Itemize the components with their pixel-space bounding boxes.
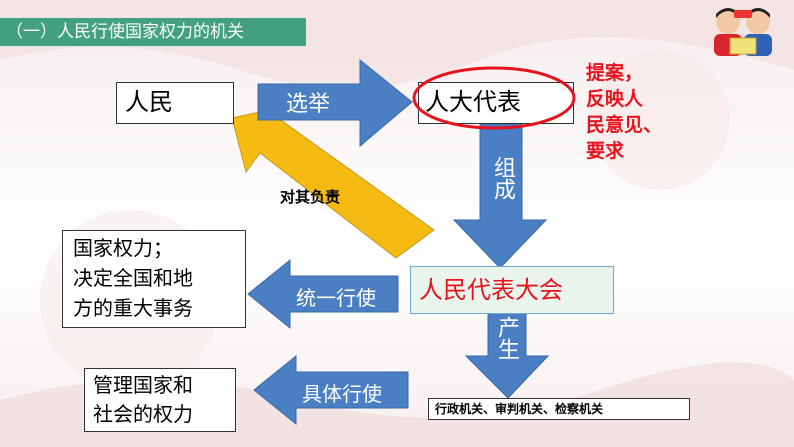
produce-arrow	[464, 311, 550, 399]
produce-label: 产生	[494, 316, 519, 360]
social-power-box: 管理国家和 社会的权力	[84, 368, 236, 432]
state-power-box: 国家权力； 决定全国和地 方的重大事务	[62, 230, 246, 328]
congress-box: 人民代表大会	[410, 266, 614, 314]
compose-arrow	[452, 123, 548, 269]
note-line-3: 民意见、	[586, 114, 663, 136]
note-line-2: 反映人	[586, 88, 644, 110]
people-label: 人民	[125, 88, 173, 116]
specific-exercise-label: 具体行使	[302, 382, 382, 406]
note-line-4: 要求	[586, 140, 625, 162]
responsible-label: 对其负责	[280, 188, 341, 206]
congress-label: 人民代表大会	[419, 276, 563, 304]
people-box: 人民	[116, 82, 234, 124]
unified-exercise-arrow	[247, 258, 399, 330]
state-power-line-2: 决定全国和地	[73, 266, 193, 290]
social-power-line-1: 管理国家和	[93, 373, 193, 397]
elect-arrow	[257, 58, 413, 148]
organs-label: 行政机关、审判机关、检察机关	[435, 402, 604, 416]
section-header: （一）人民行使国家权力的机关	[0, 18, 306, 46]
deputies-box: 人大代表	[418, 82, 574, 124]
unified-exercise-label: 统一行使	[296, 286, 376, 310]
note-line-1: 提案，	[586, 62, 644, 84]
state-power-line-3: 方的重大事务	[73, 296, 193, 320]
elect-label: 选举	[286, 92, 331, 117]
compose-label-1: 组成	[490, 156, 515, 200]
social-power-line-2: 社会的权力	[93, 402, 193, 426]
section-title: （一）人民行使国家权力的机关	[6, 22, 244, 42]
deputies-note: 提案， 反映人 民意见、 要求	[586, 60, 662, 164]
deputies-highlight-ellipse	[412, 66, 576, 130]
responsible-arrow	[231, 104, 435, 259]
children-reading-icon	[714, 8, 772, 56]
organs-box: 行政机关、审判机关、检察机关	[428, 398, 690, 420]
state-power-line-1: 国家权力；	[73, 236, 173, 260]
deputies-label: 人大代表	[425, 88, 521, 116]
specific-exercise-arrow	[253, 354, 409, 426]
